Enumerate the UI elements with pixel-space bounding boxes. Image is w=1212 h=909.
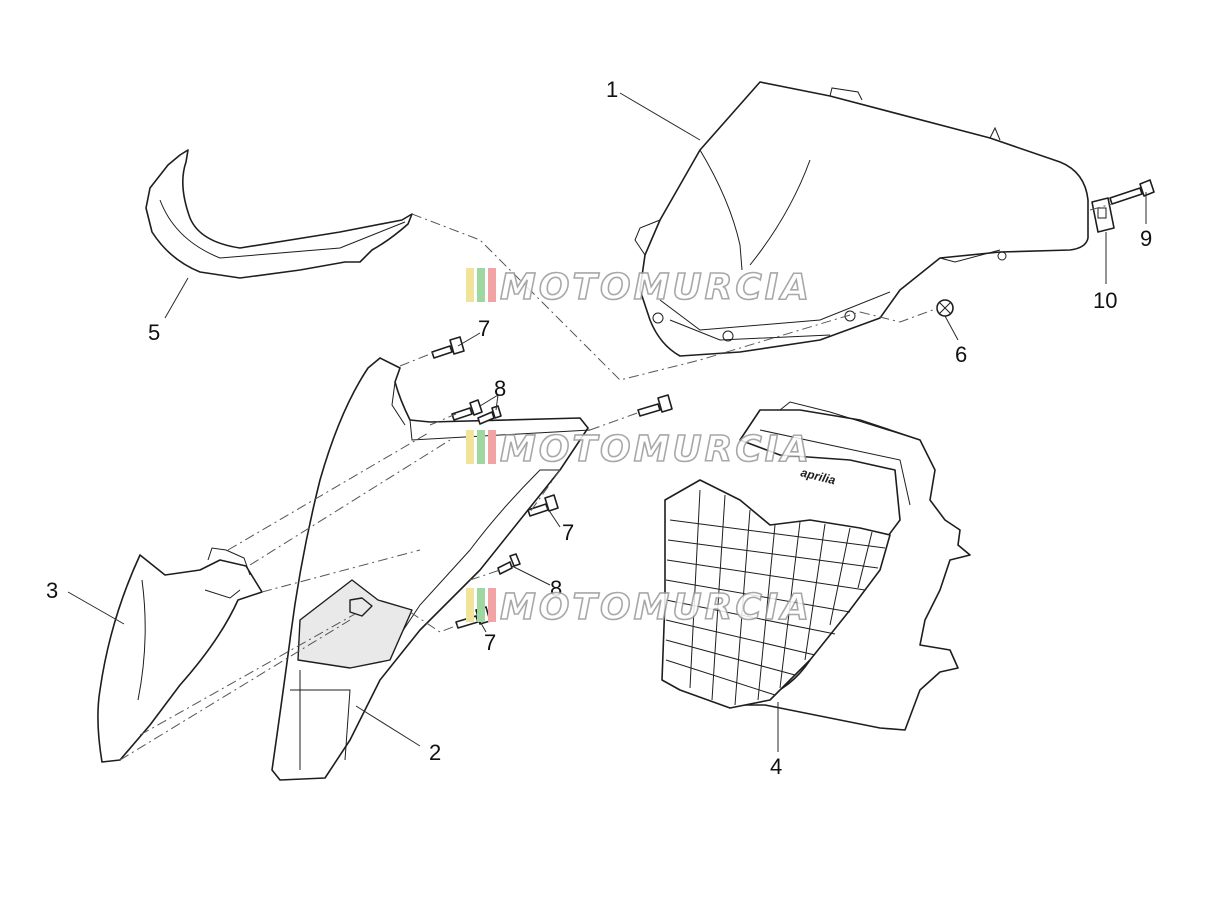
- callout-3: 3: [46, 578, 58, 603]
- callout-9: 9: [1140, 226, 1152, 251]
- callout-4: 4: [770, 754, 782, 779]
- callout-7-middle: 7: [562, 520, 574, 545]
- part-5-upper-trim: [145, 149, 413, 279]
- watermark-top: MOTOMURCIA: [466, 266, 812, 309]
- callouts: 1 2 3 4 5 6 7 7 7 8 8 9 10: [46, 77, 1152, 779]
- part-6-washer: [936, 299, 954, 317]
- callout-8-upper: 8: [494, 376, 506, 401]
- part-4-grille-assembly: aprilia: [661, 401, 971, 731]
- callout-5: 5: [148, 320, 160, 345]
- watermark-middle: MOTOMURCIA: [466, 428, 812, 471]
- screw-7-middle: [527, 494, 559, 517]
- watermark-bottom: MOTOMURCIA: [466, 586, 812, 629]
- screw-8-left: [451, 399, 483, 421]
- watermark-text: MOTOMURCIA: [500, 429, 812, 470]
- callout-8-lower: 8: [550, 576, 562, 601]
- part-10-clip-nut: [1091, 197, 1115, 233]
- part-9-screw: [1109, 179, 1155, 205]
- screw-8-lower: [497, 553, 521, 575]
- part-2-center-panel: [271, 357, 591, 781]
- screw-7-upper-right: [637, 394, 673, 417]
- part-1-front-shield: [634, 81, 1089, 357]
- callout-7-lower: 7: [484, 630, 496, 655]
- leader-lines: [67, 92, 1147, 752]
- callout-2: 2: [429, 740, 441, 765]
- callout-7-top: 7: [478, 316, 490, 341]
- assembly-lines: [119, 203, 1113, 761]
- callout-10: 10: [1093, 288, 1117, 313]
- watermark-text: MOTOMURCIA: [500, 267, 812, 308]
- grille-mesh: [665, 489, 886, 706]
- callout-6: 6: [955, 342, 967, 367]
- watermark-text: MOTOMURCIA: [500, 587, 812, 628]
- callout-1: 1: [606, 77, 618, 102]
- screw-7-top: [431, 336, 465, 359]
- screws: [431, 336, 673, 629]
- part-3-side-cover: [97, 547, 263, 763]
